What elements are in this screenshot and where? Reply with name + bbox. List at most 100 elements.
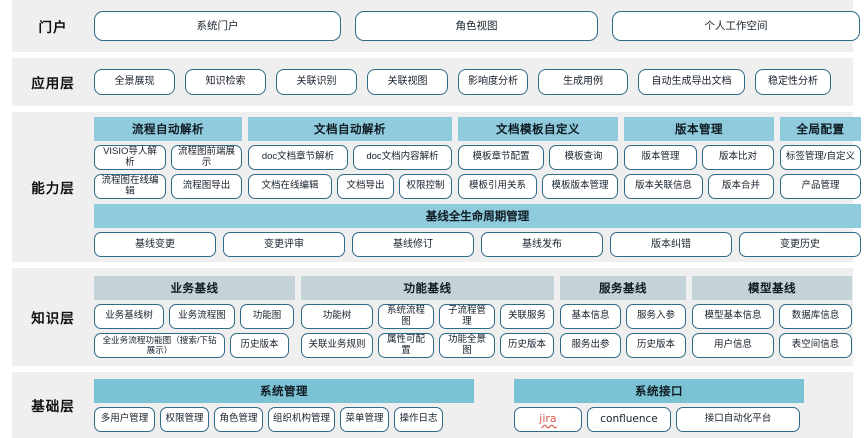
infra-item-menu-mgmt[interactable]: 菜单管理 [340, 406, 389, 432]
kn-item-user-info[interactable]: 用户信息 [692, 333, 774, 358]
kn-item-subprocess-mgmt[interactable]: 子流程管理 [439, 304, 495, 329]
knowledge-row: 业务基线树 业务流程图 功能图 [94, 304, 295, 329]
cap-item-flow-frontend-display[interactable]: 流程图前端展示 [171, 145, 242, 170]
baseline-item-revise[interactable]: 基线修订 [352, 232, 474, 257]
kn-item-history-version[interactable]: 历史版本 [500, 333, 554, 358]
kn-item-function-chart[interactable]: 功能图 [240, 304, 294, 329]
kn-item-function-panorama[interactable]: 功能全景图 [439, 333, 495, 358]
kn-item-database-info[interactable]: 数据库信息 [779, 304, 852, 329]
capability-group-version-mgmt: 版本管理 版本管理 版本比对 版本关联信息 版本合并 [624, 117, 774, 199]
kn-item-business-flow-chart[interactable]: 业务流程图 [169, 304, 235, 329]
portal-item-personal-workspace[interactable]: 个人工作空间 [612, 11, 860, 41]
infra-item-jira[interactable]: jira [514, 406, 582, 432]
app-item-generate-usecase[interactable]: 生成用例 [538, 69, 628, 95]
knowledge-group-title: 模型基线 [692, 276, 852, 300]
app-item-auto-export-doc[interactable]: 自动生成导出文档 [638, 69, 745, 95]
kn-item-function-tree[interactable]: 功能树 [301, 304, 373, 329]
capability-groups: 流程自动解析 VISIO导人解析 流程图前端展示 流程图在线编辑 流程图导出 文… [94, 117, 861, 199]
knowledge-group-title: 功能基线 [301, 276, 554, 300]
app-item-relation-view[interactable]: 关联视图 [367, 69, 448, 95]
knowledge-row: 用户信息 表空间信息 [692, 333, 852, 358]
baseline-item-change-review[interactable]: 变更评审 [223, 232, 345, 257]
app-item-stability-analysis[interactable]: 稳定性分析 [755, 69, 831, 95]
kn-item-business-baseline-tree[interactable]: 业务基线树 [94, 304, 164, 329]
infra-item-confluence[interactable]: confluence [587, 406, 671, 432]
infra-item-operation-log[interactable]: 操作日志 [394, 406, 443, 432]
kn-item-related-service[interactable]: 关联服务 [500, 304, 554, 329]
cap-item-template-query[interactable]: 模板查询 [549, 145, 618, 170]
cap-item-template-chapter-config[interactable]: 模板章节配置 [458, 145, 544, 170]
cap-item-template-version-mgmt[interactable]: 模板版本管理 [542, 174, 618, 199]
layer-application: 应用层 全景展现 知识检索 关联识别 关联视图 影响度分析 生成用例 自动生成导… [12, 58, 853, 106]
knowledge-group-title: 业务基线 [94, 276, 295, 300]
app-item-impact-analysis[interactable]: 影响度分析 [458, 69, 528, 95]
kn-item-history-version[interactable]: 历史版本 [230, 333, 289, 358]
baseline-item-change[interactable]: 基线变更 [94, 232, 216, 257]
baseline-item-change-history[interactable]: 变更历史 [739, 232, 861, 257]
cap-item-version-manage[interactable]: 版本管理 [624, 145, 697, 170]
cap-item-version-merge[interactable]: 版本合并 [708, 174, 774, 199]
application-items: 全景展现 知识检索 关联识别 关联视图 影响度分析 生成用例 自动生成导出文档 … [94, 69, 843, 95]
cap-item-doc-content-parse[interactable]: doc文档内容解析 [353, 145, 452, 170]
capability-group-global-config: 全局配置 标签管理/自定义 产品管理 [780, 117, 861, 199]
infrastructure-groups: 系统管理 多用户管理 权限管理 角色管理 组织机构管理 菜单管理 操作日志 系统… [94, 378, 843, 432]
baseline-lifecycle-section: 基线全生命周期管理 基线变更 变更评审 基线修订 基线发布 版本纠错 变更历史 [94, 204, 861, 257]
kn-item-attribute-configurable[interactable]: 属性可配置 [378, 333, 434, 358]
jira-label: jira [539, 411, 557, 425]
capability-row: 版本管理 版本比对 [624, 145, 774, 170]
kn-item-system-flow-chart[interactable]: 系统流程图 [378, 304, 434, 329]
baseline-item-release[interactable]: 基线发布 [481, 232, 603, 257]
kn-item-model-basic-info[interactable]: 模型基本信息 [692, 304, 774, 329]
cap-item-doc-online-edit[interactable]: 文档在线编辑 [248, 174, 332, 199]
layer-label-capability: 能力层 [31, 181, 75, 196]
knowledge-group-business-baseline: 业务基线 业务基线树 业务流程图 功能图 全业务流程功能图（搜索/下钻展示） 历… [94, 276, 295, 358]
cap-item-permission-control[interactable]: 权限控制 [399, 174, 452, 199]
infra-item-multiuser-mgmt[interactable]: 多用户管理 [94, 406, 155, 432]
capability-group-title: 全局配置 [780, 117, 861, 141]
capability-group-doc-parse: 文档自动解析 doc文档章节解析 doc文档内容解析 文档在线编辑 文档导出 权… [248, 117, 452, 199]
portal-item-system-portal[interactable]: 系统门户 [94, 11, 341, 41]
cap-item-flow-export[interactable]: 流程图导出 [171, 174, 242, 199]
knowledge-group-title: 服务基线 [560, 276, 686, 300]
knowledge-group-model-baseline: 模型基线 模型基本信息 数据库信息 用户信息 表空间信息 [692, 276, 852, 358]
kn-item-related-business-rule[interactable]: 关联业务规则 [301, 333, 373, 358]
baseline-item-version-correction[interactable]: 版本纠错 [610, 232, 732, 257]
infra-item-org-structure-mgmt[interactable]: 组织机构管理 [268, 406, 335, 432]
cap-item-version-relation-info[interactable]: 版本关联信息 [624, 174, 703, 199]
cap-item-version-compare[interactable]: 版本比对 [702, 145, 774, 170]
kn-item-service-output-param[interactable]: 服务出参 [560, 333, 621, 358]
capability-row: VISIO导人解析 流程图前端展示 [94, 145, 242, 170]
kn-item-history-version[interactable]: 历史版本 [626, 333, 686, 358]
infra-item-permission-mgmt[interactable]: 权限管理 [160, 406, 209, 432]
cap-item-doc-chapter-parse[interactable]: doc文档章节解析 [248, 145, 348, 170]
app-item-relation-identify[interactable]: 关联识别 [276, 69, 357, 95]
portal-items: 系统门户 角色视图 个人工作空间 [94, 11, 860, 41]
infra-group-system-interface: 系统接口 jira confluence 接口自动化平台 [514, 378, 804, 432]
infra-row: jira confluence 接口自动化平台 [514, 406, 804, 432]
portal-item-role-view[interactable]: 角色视图 [355, 11, 598, 41]
app-item-knowledge-search[interactable]: 知识检索 [185, 69, 266, 95]
cap-item-doc-export[interactable]: 文档导出 [337, 174, 394, 199]
cap-item-product-mgmt[interactable]: 产品管理 [780, 174, 861, 199]
capability-group-doc-template: 文档模板自定义 模板章节配置 模板查询 模板引用关系 模板版本管理 [458, 117, 618, 199]
kn-item-basic-info[interactable]: 基本信息 [560, 304, 621, 329]
infra-item-role-mgmt[interactable]: 角色管理 [214, 406, 263, 432]
kn-item-service-input-param[interactable]: 服务入参 [626, 304, 686, 329]
cap-item-visio-import[interactable]: VISIO导人解析 [94, 145, 166, 170]
cap-item-flow-online-edit[interactable]: 流程图在线编辑 [94, 174, 166, 199]
capability-row: doc文档章节解析 doc文档内容解析 [248, 145, 452, 170]
infra-item-interface-automation-platform[interactable]: 接口自动化平台 [676, 406, 800, 432]
layer-capability: 能力层 流程自动解析 VISIO导人解析 流程图前端展示 流程图在线编辑 流程图… [12, 112, 861, 262]
cap-item-tag-mgmt-custom[interactable]: 标签管理/自定义 [780, 145, 861, 170]
capability-row: 流程图在线编辑 流程图导出 [94, 174, 242, 199]
knowledge-row: 服务出参 历史版本 [560, 333, 686, 358]
capability-group-title: 文档自动解析 [248, 117, 452, 141]
kn-item-tablespace-info[interactable]: 表空间信息 [779, 333, 852, 358]
infra-group-title: 系统接口 [514, 378, 804, 403]
kn-item-full-business-flow-function-chart[interactable]: 全业务流程功能图（搜索/下钻展示） [94, 333, 225, 358]
baseline-lifecycle-title: 基线全生命周期管理 [94, 204, 861, 228]
cap-item-template-reference[interactable]: 模板引用关系 [458, 174, 537, 199]
knowledge-row: 全业务流程功能图（搜索/下钻展示） 历史版本 [94, 333, 295, 358]
capability-group-title: 版本管理 [624, 117, 774, 141]
app-item-panorama[interactable]: 全景展现 [94, 69, 175, 95]
